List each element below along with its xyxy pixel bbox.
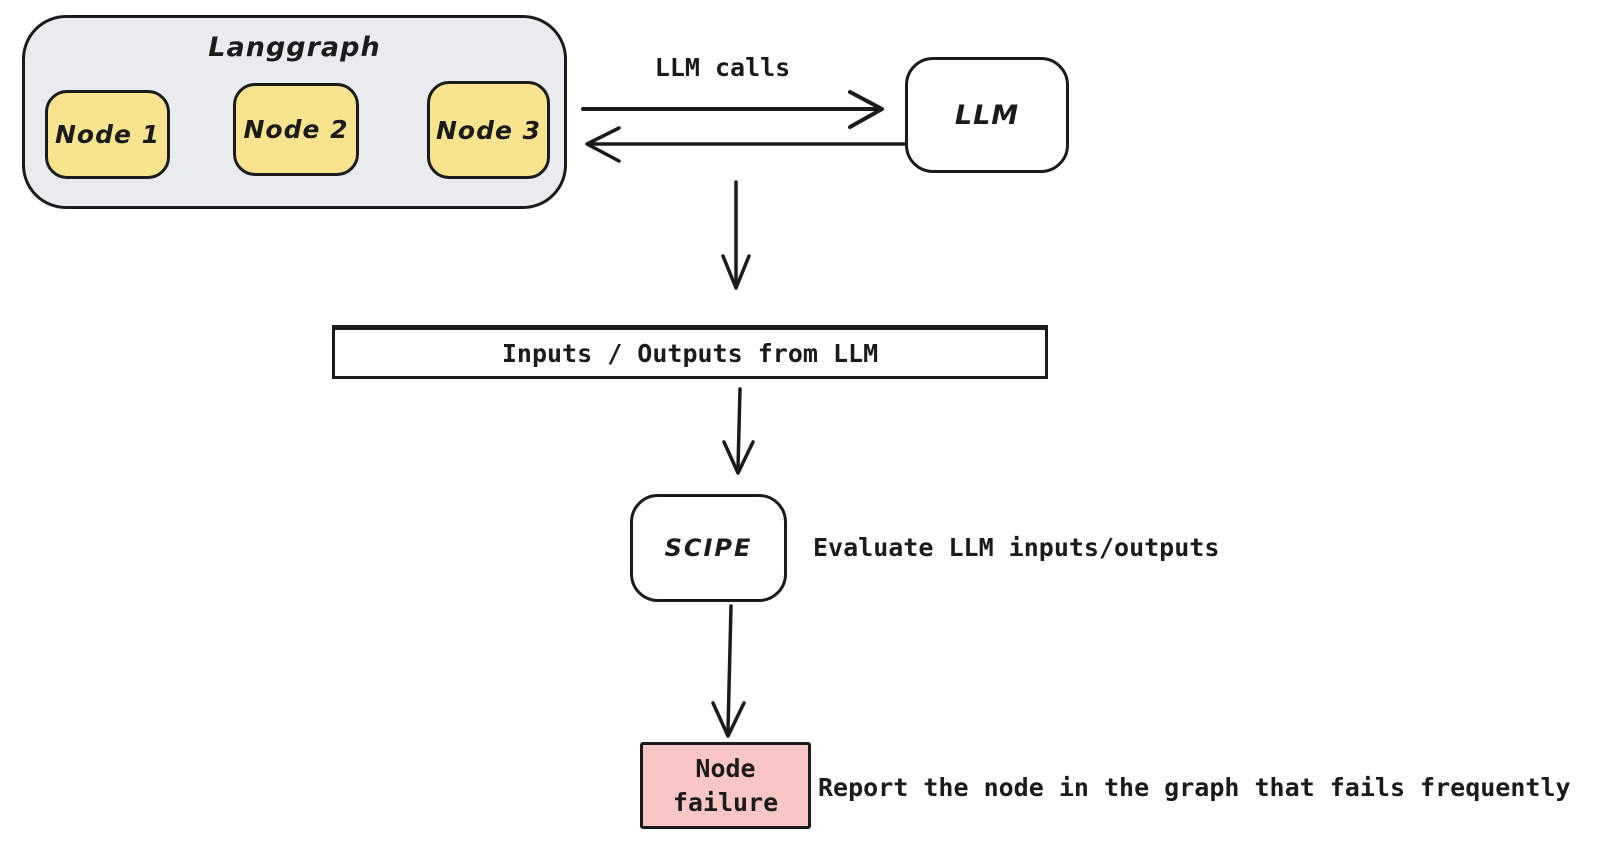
io-box: Inputs / Outputs from LLM [332, 325, 1048, 379]
llm-label: LLM [954, 99, 1020, 131]
node-failure-label-line2: failure [672, 787, 779, 817]
arrow-llm-io-down [721, 180, 751, 290]
arrow-io-to-scipe [722, 387, 755, 475]
node-failure-box: Node failure [640, 742, 811, 829]
langgraph-title: Langgraph [208, 32, 381, 63]
graph-node-2-label: Node 2 [243, 115, 349, 144]
scipe-label: SCIPE [664, 534, 753, 562]
graph-node-1-label: Node 1 [54, 120, 161, 149]
graph-node-3: Node 3 [427, 81, 550, 179]
llm-box: LLM [905, 57, 1069, 173]
langgraph-container: Langgraph Node 1 Node 2 Node 3 [22, 15, 567, 209]
scipe-annotation: Evaluate LLM inputs/outputs [813, 533, 1220, 562]
graph-node-2: Node 2 [233, 83, 359, 176]
graph-node-1: Node 1 [45, 90, 170, 179]
arrow-langgraph-to-llm [581, 90, 884, 129]
node-failure-annotation: Report the node in the graph that fails … [818, 773, 1571, 802]
llm-calls-label: LLM calls [654, 53, 791, 82]
node-failure-label-line1: Node [695, 753, 756, 783]
io-box-label: Inputs / Outputs from LLM [501, 338, 879, 368]
graph-node-3-label: Node 3 [435, 115, 542, 145]
scipe-box: SCIPE [630, 494, 787, 602]
arrow-scipe-to-failure [711, 604, 746, 738]
